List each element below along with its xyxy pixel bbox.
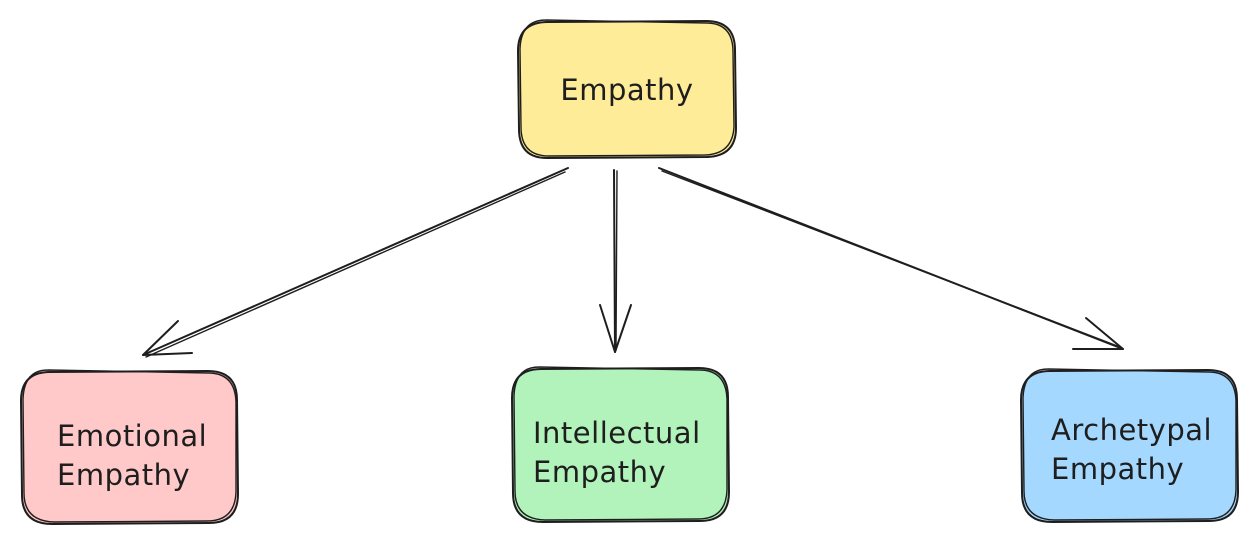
node-emotional-empathy-label-line1: Emotional xyxy=(57,419,207,453)
node-intellectual-empathy-outline-2 xyxy=(513,366,728,521)
node-archetypal-empathy-label-line2: Empathy xyxy=(1051,452,1184,486)
node-empathy-outline-2 xyxy=(519,19,735,157)
arrow-to-intellectual-empathy-shaft xyxy=(613,169,616,353)
node-intellectual-empathy[interactable]: Intellectual Empathy xyxy=(511,366,730,523)
node-emotional-empathy[interactable]: Emotional Empathy xyxy=(20,369,239,525)
node-archetypal-empathy[interactable]: Archetypal Empathy xyxy=(1020,368,1239,523)
node-emotional-empathy-outline xyxy=(20,370,239,525)
node-empathy-outline xyxy=(517,20,737,159)
node-archetypal-empathy-box xyxy=(1021,370,1238,522)
arrow-to-emotional-empathy-shaft-2 xyxy=(145,171,566,358)
node-emotional-empathy-outline-2 xyxy=(22,369,237,523)
node-empathy-label: Empathy xyxy=(560,73,693,107)
arrow-to-intellectual-empathy xyxy=(599,169,632,353)
node-intellectual-empathy-outline xyxy=(511,367,730,523)
node-empathy-box xyxy=(518,21,736,158)
arrow-to-archetypal-empathy xyxy=(658,167,1124,350)
arrow-to-archetypal-empathy-shaft-2 xyxy=(661,170,1121,348)
node-intellectual-empathy-label-line1: Intellectual xyxy=(533,416,701,450)
node-archetypal-empathy-label-line1: Archetypal xyxy=(1051,413,1212,447)
node-archetypal-empathy-outline xyxy=(1020,369,1239,523)
arrow-to-archetypal-empathy-head xyxy=(1072,317,1124,350)
arrow-to-emotional-empathy xyxy=(142,167,569,358)
arrow-to-intellectual-empathy-shaft-2 xyxy=(615,170,618,351)
node-intellectual-empathy-box xyxy=(512,368,729,522)
node-emotional-empathy-box xyxy=(21,371,238,524)
node-empathy[interactable]: Empathy xyxy=(517,19,737,159)
arrow-to-emotional-empathy-shaft xyxy=(142,167,569,356)
arrow-to-intellectual-empathy-head xyxy=(599,304,632,353)
node-intellectual-empathy-label-line2: Empathy xyxy=(533,455,666,489)
arrow-to-emotional-empathy-head xyxy=(142,320,193,356)
node-archetypal-empathy-outline-2 xyxy=(1022,368,1237,521)
node-emotional-empathy-label-line2: Empathy xyxy=(57,458,190,492)
